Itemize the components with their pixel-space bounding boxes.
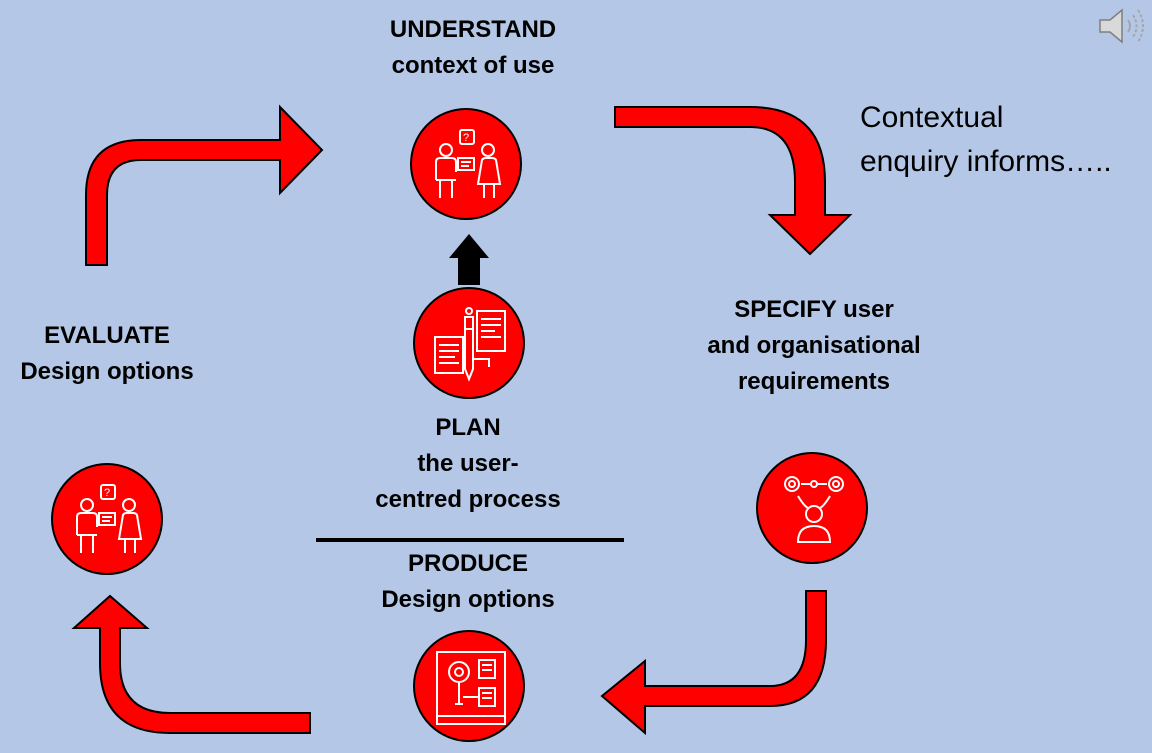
understand-label: UNDERSTAND context of use xyxy=(363,12,583,84)
arrow-produce-to-evaluate xyxy=(71,594,311,734)
specify-title: SPECIFY user xyxy=(734,296,894,323)
evaluate-circle: ? xyxy=(51,463,163,575)
understand-title: UNDERSTAND xyxy=(389,16,557,43)
plan-label: PLAN the user- centred process xyxy=(348,410,588,518)
specify-line-3: requirements xyxy=(737,368,891,395)
evaluate-title: EVALUATE xyxy=(44,322,170,349)
note-line-1: Contextual xyxy=(860,101,1004,134)
arrow-evaluate-to-understand xyxy=(85,104,324,266)
understand-subtitle: context of use xyxy=(391,52,555,79)
produce-circle xyxy=(413,630,525,742)
svg-text:?: ? xyxy=(104,487,110,499)
contextual-enquiry-note: Contextual enquiry informs….. xyxy=(860,96,1112,184)
specify-line-2: and organisational xyxy=(707,332,921,359)
arrow-understand-to-specify xyxy=(614,106,853,256)
produce-subtitle: Design options xyxy=(381,586,555,613)
arrow-plan-to-understand xyxy=(449,234,489,285)
evaluate-subtitle: Design options xyxy=(20,358,194,385)
specify-label: SPECIFY user and organisational requirem… xyxy=(684,292,944,400)
user-gears-icon xyxy=(784,476,844,543)
note-line-2: enquiry informs….. xyxy=(860,145,1112,178)
plan-line-2: the user- xyxy=(417,450,519,477)
specify-circle xyxy=(756,452,868,564)
evaluate-label: EVALUATE Design options xyxy=(0,318,214,390)
plan-documents-icon xyxy=(434,307,506,382)
people-discussion-icon: ? xyxy=(435,129,502,198)
speaker-icon[interactable] xyxy=(1096,4,1148,53)
arrow-specify-to-produce xyxy=(600,590,827,736)
produce-label: PRODUCE Design options xyxy=(348,546,588,618)
design-blueprint-icon xyxy=(436,651,506,725)
plan-line-3: centred process xyxy=(375,486,561,513)
people-discussion-icon: ? xyxy=(76,484,143,553)
produce-title: PRODUCE xyxy=(407,550,528,577)
plan-circle xyxy=(413,287,525,399)
svg-text:?: ? xyxy=(463,132,469,144)
understand-circle: ? xyxy=(410,108,522,220)
plan-title: PLAN xyxy=(435,414,501,441)
divider-line xyxy=(316,538,624,542)
